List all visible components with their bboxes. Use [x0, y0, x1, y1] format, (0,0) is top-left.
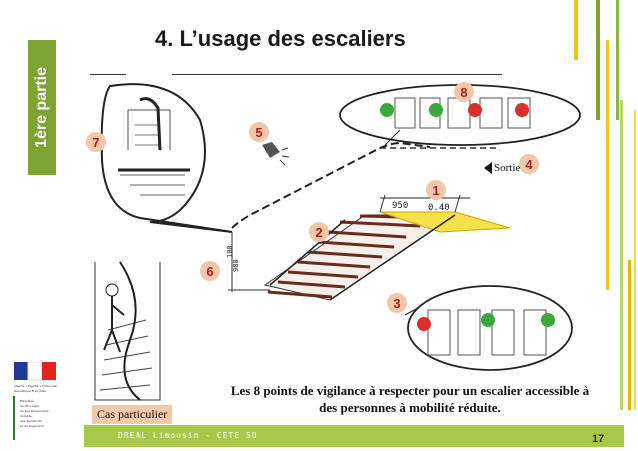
exit-label: Sortie [484, 162, 520, 174]
svg-text:durable,: durable, [20, 414, 32, 418]
callout-comparison-bottom [404, 285, 573, 371]
marker-4: 4 [519, 154, 539, 174]
marker-7: 7 [86, 132, 106, 152]
svg-text:des Transports: des Transports [20, 419, 42, 423]
footer-organization: DREAL Limousin - CETE SO [118, 431, 258, 440]
handrail-callout [100, 83, 233, 233]
page-number: 17 [592, 433, 605, 445]
decor-line [616, 0, 619, 120]
title-rule-short [90, 74, 126, 75]
dim-depth: 0.40 [428, 203, 450, 213]
marker-3: 3 [387, 293, 407, 313]
ministry-logo: Liberté • Égalité • Fraternité Républiqu… [13, 362, 57, 440]
special-case-label: Cas particulier [92, 405, 173, 424]
decor-line [620, 100, 623, 410]
svg-text:République Française: République Française [14, 389, 46, 393]
svg-text:du Développement: du Développement [20, 409, 50, 413]
dim-height-lower: 980 [232, 259, 240, 272]
marker-5: 5 [249, 122, 269, 142]
marker-6: 6 [200, 261, 220, 281]
decor-line [634, 110, 636, 410]
dim-height-upper: 100 [226, 245, 234, 258]
decor-line [574, 0, 578, 60]
marker-2: 2 [309, 222, 329, 242]
spiral-staircase-sketch [94, 261, 161, 401]
footer-bar [84, 425, 624, 447]
page-title: 4. L’usage des escaliers [155, 26, 406, 51]
decor-line [596, 0, 600, 120]
main-staircase [228, 141, 511, 301]
decor-line [628, 260, 631, 410]
section-band [28, 40, 56, 175]
marker-1: 1 [426, 180, 446, 200]
title-rule-long [172, 74, 502, 75]
arrow-left-icon [484, 162, 492, 174]
svg-text:de l'Écologie,: de l'Écologie, [20, 403, 40, 408]
marker-8: 8 [454, 82, 474, 102]
decor-line [606, 40, 609, 290]
svg-text:et du Logement: et du Logement [20, 424, 45, 428]
svg-text:Liberté • Égalité • Fraternité: Liberté • Égalité • Fraternité [14, 383, 57, 388]
svg-text:Ministère: Ministère [20, 399, 34, 403]
dim-going: 950 [392, 201, 408, 211]
figure-caption: Les 8 points de vigilance à respecter po… [230, 383, 590, 415]
